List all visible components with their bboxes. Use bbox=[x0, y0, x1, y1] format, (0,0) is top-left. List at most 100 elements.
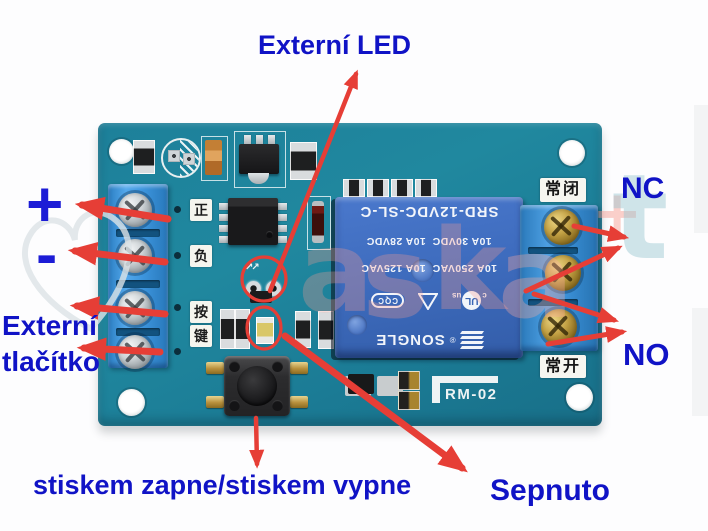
terminal-screw-button1 bbox=[118, 291, 152, 325]
vde-triangle-logo bbox=[418, 293, 438, 310]
silk-label-positive: 正 bbox=[190, 199, 212, 221]
smd-resistor bbox=[220, 309, 235, 349]
ic-pin bbox=[278, 203, 287, 210]
mounting-hole bbox=[559, 140, 585, 166]
button-corner bbox=[229, 400, 240, 411]
smd-transistor bbox=[250, 291, 272, 303]
label-externi-tlacitko-line1: Externí bbox=[2, 310, 97, 341]
terminal-screw-nc bbox=[544, 209, 580, 245]
smd-resistor bbox=[391, 179, 413, 197]
smd-capacitor bbox=[290, 142, 317, 180]
tactile-push-button bbox=[224, 356, 290, 416]
silkscreen-bracket bbox=[432, 376, 498, 383]
terminal-slot bbox=[116, 280, 160, 288]
ic-pin bbox=[278, 214, 287, 221]
label-externi-led: Externí LED bbox=[258, 30, 412, 60]
solder-pads bbox=[398, 391, 420, 410]
label-nc: NC bbox=[621, 172, 665, 205]
fiducial-circle bbox=[161, 138, 201, 178]
mounting-hole bbox=[566, 384, 593, 411]
ic-pin bbox=[219, 203, 228, 210]
mounting-hole bbox=[109, 139, 134, 164]
ic-pin bbox=[278, 236, 287, 243]
regulator-pin bbox=[256, 135, 263, 145]
printed-arrows: ↗↗ bbox=[245, 262, 260, 273]
model-marking: RM-02 bbox=[445, 386, 498, 403]
terminal-slot bbox=[116, 328, 160, 336]
smd-resistor bbox=[318, 311, 334, 349]
songle-flag-logo bbox=[459, 331, 484, 349]
ic-pin bbox=[219, 214, 228, 221]
relay-cert-row: c UL us CQC bbox=[371, 289, 487, 313]
silk-char: 常开 bbox=[544, 358, 581, 375]
button-corner bbox=[229, 361, 240, 372]
silk-char: 负 bbox=[194, 248, 208, 264]
silk-label-press: 按 bbox=[190, 301, 212, 323]
terminal-screw-com bbox=[545, 255, 581, 291]
ic-pin bbox=[278, 225, 287, 232]
button-corner bbox=[272, 400, 283, 411]
regulator-pin bbox=[244, 135, 251, 145]
silk-char: 键 bbox=[194, 328, 208, 344]
relay: ® SONGLE c UL us CQC 10A 250VAC 10A 125V… bbox=[335, 197, 523, 358]
via bbox=[174, 348, 181, 355]
label-externi-tlacitko-line2: tlačítko bbox=[2, 346, 101, 377]
relay-print: ® SONGLE c UL us CQC 10A 250VAC 10A 125V… bbox=[339, 201, 519, 354]
button-leg bbox=[206, 396, 224, 408]
registered-mark: ® bbox=[449, 335, 456, 345]
relay-dimple bbox=[347, 315, 367, 335]
soic8-ic bbox=[228, 198, 278, 245]
status-led bbox=[256, 317, 274, 344]
silkscreen-bracket bbox=[432, 376, 440, 403]
via bbox=[174, 252, 181, 259]
ul-c: c bbox=[482, 291, 487, 301]
relay-rating-dc: 10A 30VDC 10A 28VDC bbox=[366, 235, 492, 247]
background-strip bbox=[692, 308, 708, 416]
smd-pad bbox=[168, 150, 180, 162]
cqc-logo: CQC bbox=[371, 293, 404, 309]
tantalum-capacitor bbox=[205, 140, 222, 175]
button-leg bbox=[290, 362, 308, 374]
smd-resistor bbox=[367, 179, 389, 197]
silk-char: 按 bbox=[194, 304, 208, 320]
silk-label-key: 键 bbox=[190, 325, 212, 347]
via bbox=[174, 206, 181, 213]
terminal-slot bbox=[116, 229, 160, 237]
watermark-letter: t bbox=[612, 148, 669, 286]
voltage-regulator bbox=[239, 144, 279, 174]
label-stiskem: stiskem zapne/stiskem vypne bbox=[33, 470, 412, 500]
button-leg bbox=[206, 362, 224, 374]
terminal-screw-button2 bbox=[118, 335, 152, 369]
relay-part-number: SRD-12VDC-SL-C bbox=[359, 203, 499, 220]
relay-brand: SONGLE bbox=[375, 331, 445, 349]
silkscreen-outline bbox=[201, 136, 228, 181]
silk-char: 正 bbox=[194, 202, 208, 218]
smd-transistor bbox=[348, 374, 374, 394]
terminal-screw-no bbox=[541, 309, 577, 345]
relay-module-board: ↗↗ 正 负 按 键 bbox=[98, 123, 602, 426]
ic-pin1-dimple bbox=[266, 231, 273, 238]
smd-resistor bbox=[235, 309, 250, 349]
ic-pin bbox=[219, 225, 228, 232]
terminal-screw-plus bbox=[118, 193, 152, 227]
regulator-tab bbox=[248, 173, 269, 184]
label-no: NO bbox=[623, 337, 670, 372]
diode bbox=[312, 201, 324, 243]
terminal-slot bbox=[528, 247, 578, 254]
smd-capacitor bbox=[133, 140, 155, 174]
ul-logo: c UL us bbox=[452, 291, 487, 311]
relay-brand-row: ® SONGLE bbox=[375, 328, 484, 352]
terminal-slot bbox=[528, 299, 578, 306]
terminal-screw-minus bbox=[118, 239, 152, 273]
smd-resistor bbox=[415, 179, 437, 197]
ul-us: us bbox=[452, 291, 462, 301]
solder-pads bbox=[398, 371, 420, 390]
relay-dimple bbox=[411, 259, 434, 282]
background-strip bbox=[694, 105, 708, 233]
silk-label-no: 常开 bbox=[540, 355, 586, 378]
silk-label-nc: 常闭 bbox=[540, 178, 586, 202]
silk-char: 常闭 bbox=[544, 181, 581, 198]
silk-label-negative: 负 bbox=[190, 245, 212, 267]
button-corner bbox=[272, 361, 283, 372]
button-leg bbox=[290, 396, 308, 408]
